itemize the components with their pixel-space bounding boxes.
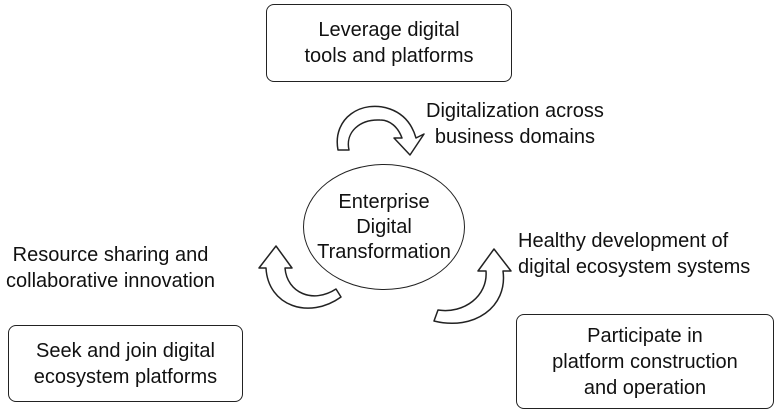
left-edge-label-line-1: Resource sharing and [12, 244, 209, 266]
top-edge-label: Digitalization across business domains [426, 98, 604, 150]
center-node-line-3: Transformation [317, 240, 451, 263]
left-edge-label: Resource sharing and collaborative innov… [6, 242, 215, 294]
right-edge-label-line-1: Healthy development of [518, 230, 729, 252]
bottom-left-node-box: Seek and join digital ecosystem platform… [8, 325, 243, 402]
curved-arrow-right [433, 248, 512, 324]
left-edge-label-line-2: collaborative innovation [6, 270, 216, 292]
curved-arrow-top [336, 105, 425, 156]
bottom-left-node-line-2: ecosystem platforms [33, 365, 218, 388]
center-node-ellipse: Enterprise Digital Transformation [303, 164, 465, 290]
center-node-line-1: Enterprise [338, 190, 430, 213]
curved-arrow-left [258, 245, 342, 309]
top-node-line-2: tools and platforms [304, 45, 474, 67]
top-edge-label-line-1: Digitalization across [426, 100, 604, 122]
center-node-line-2: Digital [356, 215, 412, 238]
bottom-right-node-box: Participate in platform construction and… [516, 314, 774, 409]
top-edge-label-line-2: business domains [434, 126, 595, 148]
right-edge-label-line-2: digital ecosystem systems [518, 256, 751, 278]
bottom-right-node-line-2: platform construction [552, 350, 738, 373]
top-node-line-1: Leverage digital [318, 19, 460, 41]
right-edge-label: Healthy development of digital ecosystem… [518, 228, 750, 280]
bottom-left-node-line-1: Seek and join digital [35, 339, 215, 362]
bottom-right-node-line-1: Participate in [587, 324, 703, 347]
bottom-right-node-line-3: and operation [583, 376, 707, 399]
top-node-box: Leverage digital tools and platforms [266, 4, 512, 82]
